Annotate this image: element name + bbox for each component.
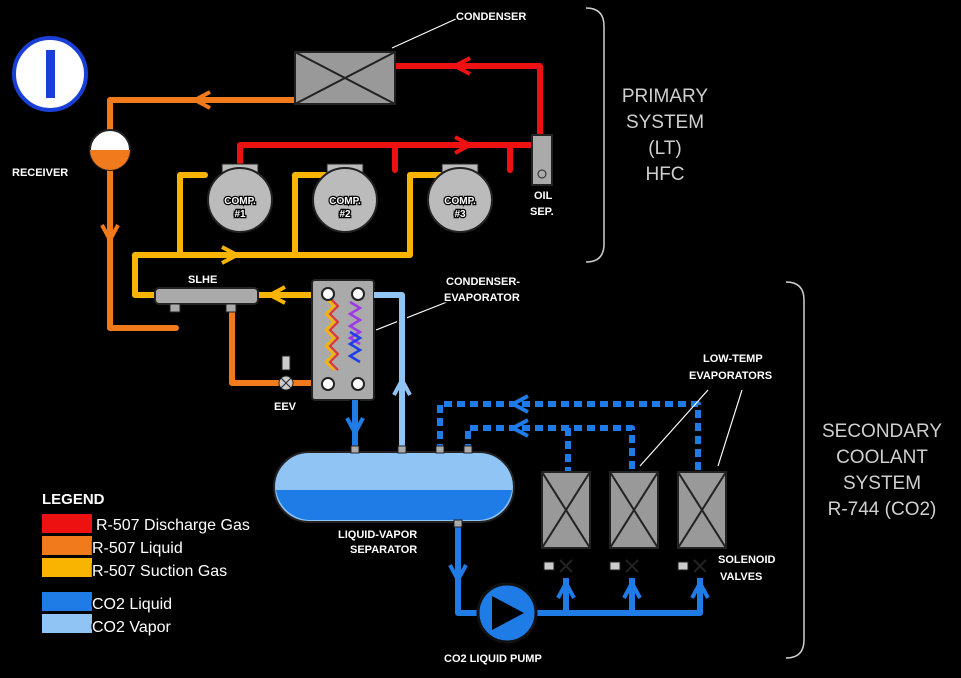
lowtemp-label-1: LOW-TEMP — [703, 353, 763, 365]
compressor-3 — [427, 163, 493, 233]
comp3-label-a: COMP. — [444, 196, 476, 207]
cond-evap-label-2: EVAPORATOR — [444, 292, 520, 304]
compressor-2 — [312, 163, 378, 233]
legend-title: LEGEND — [42, 491, 105, 508]
liquid-vapor-separator — [273, 445, 515, 528]
separator-label-2: SEPARATOR — [350, 544, 417, 556]
valve-icon — [278, 355, 294, 391]
pump-label: CO2 LIQUID PUMP — [444, 653, 542, 665]
arrow-icon — [345, 375, 710, 599]
oil-sep-label-2: SEP. — [530, 206, 554, 218]
legend-swatch-discharge — [42, 514, 92, 533]
legend-item-liquid: R-507 Liquid — [92, 540, 183, 557]
condenser-label: CONDENSER — [456, 11, 526, 23]
valve-icon — [543, 559, 707, 573]
oil-sep-label-1: OIL — [534, 190, 553, 202]
low-temp-evaporators — [541, 389, 743, 549]
lowtemp-label-2: EVAPORATORS — [689, 370, 772, 382]
secondary-line-3: SYSTEM — [843, 473, 921, 494]
secondary-line-4: R-744 (CO2) — [828, 499, 937, 520]
solenoid-label-1: SOLENOID — [718, 554, 776, 566]
legend: LEGEND R-507 Discharge Gas R-507 Liquid … — [41, 490, 252, 638]
legend-item-suction: R-507 Suction Gas — [92, 563, 227, 580]
comp2-label-a: COMP. — [329, 196, 361, 207]
legend-swatch-co2-liquid — [42, 592, 92, 611]
comp2-label-b: #2 — [339, 209, 351, 220]
comp3-label-b: #3 — [454, 209, 466, 220]
information-icon — [12, 36, 88, 112]
solenoid-label-2: VALVES — [720, 571, 762, 583]
co2-pipes — [350, 290, 705, 618]
legend-swatch-liquid — [42, 536, 92, 555]
cond-evap-label-1: CONDENSER- — [446, 276, 520, 288]
comp1-label-a: COMP. — [224, 196, 256, 207]
receiver — [89, 129, 131, 171]
receiver-label: RECEIVER — [12, 167, 68, 179]
compressor-1 — [207, 163, 273, 233]
pump-icon — [476, 582, 538, 644]
slhe-label: SLHE — [188, 274, 217, 286]
primary-line-3: (LT) — [648, 138, 681, 159]
secondary-line-1: SECONDARY — [822, 421, 942, 442]
primary-line-2: SYSTEM — [626, 112, 704, 133]
condenser-evaporator — [311, 279, 453, 401]
secondary-bracket — [785, 281, 805, 659]
separator-label-1: LIQUID-VAPOR — [338, 529, 417, 541]
primary-pipes — [105, 61, 545, 388]
co2-vapor-line — [374, 292, 405, 452]
legend-item-co2-vapor: CO2 Vapor — [92, 619, 172, 636]
legend-swatch-suction — [42, 558, 92, 577]
oil-separator — [531, 134, 553, 186]
legend-item-discharge: R-507 Discharge Gas — [96, 517, 250, 534]
eev-label: EEV — [274, 401, 297, 413]
comp1-label-b: #1 — [234, 209, 246, 220]
arrow-icon — [100, 56, 475, 305]
condenser — [294, 17, 459, 105]
secondary-system-title: SECONDARY COOLANT SYSTEM R-744 (CO2) — [822, 421, 942, 520]
legend-item-co2-liquid: CO2 Liquid — [92, 596, 172, 613]
primary-line-1: PRIMARY — [622, 86, 709, 107]
secondary-line-2: COOLANT — [836, 447, 928, 468]
legend-swatch-co2-vapor — [42, 614, 92, 633]
primary-system-title: PRIMARY SYSTEM (LT) HFC — [622, 86, 709, 185]
primary-line-4: HFC — [645, 164, 684, 185]
primary-bracket — [585, 7, 605, 263]
slhe — [154, 287, 259, 313]
